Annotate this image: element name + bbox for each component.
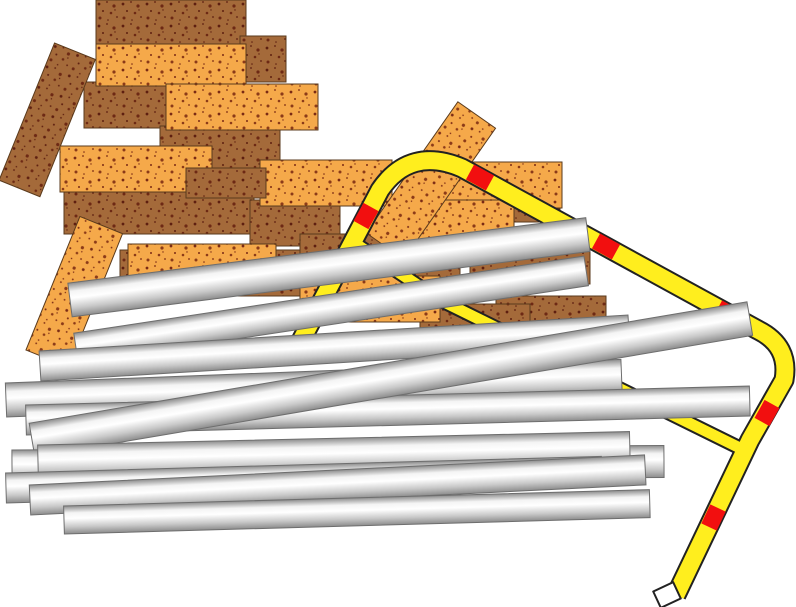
pipe: [73, 255, 590, 364]
brick: [95, 0, 247, 45]
barrier-foot: [652, 581, 682, 607]
pipe: [67, 217, 591, 318]
brick: [95, 43, 247, 87]
pipe-pile: [4, 217, 754, 535]
brick: [83, 81, 171, 129]
brick: [165, 83, 319, 131]
pipe: [28, 301, 754, 458]
pipe: [63, 489, 651, 535]
brick: [0, 42, 96, 198]
brick: [185, 167, 267, 199]
brick: [239, 35, 287, 83]
